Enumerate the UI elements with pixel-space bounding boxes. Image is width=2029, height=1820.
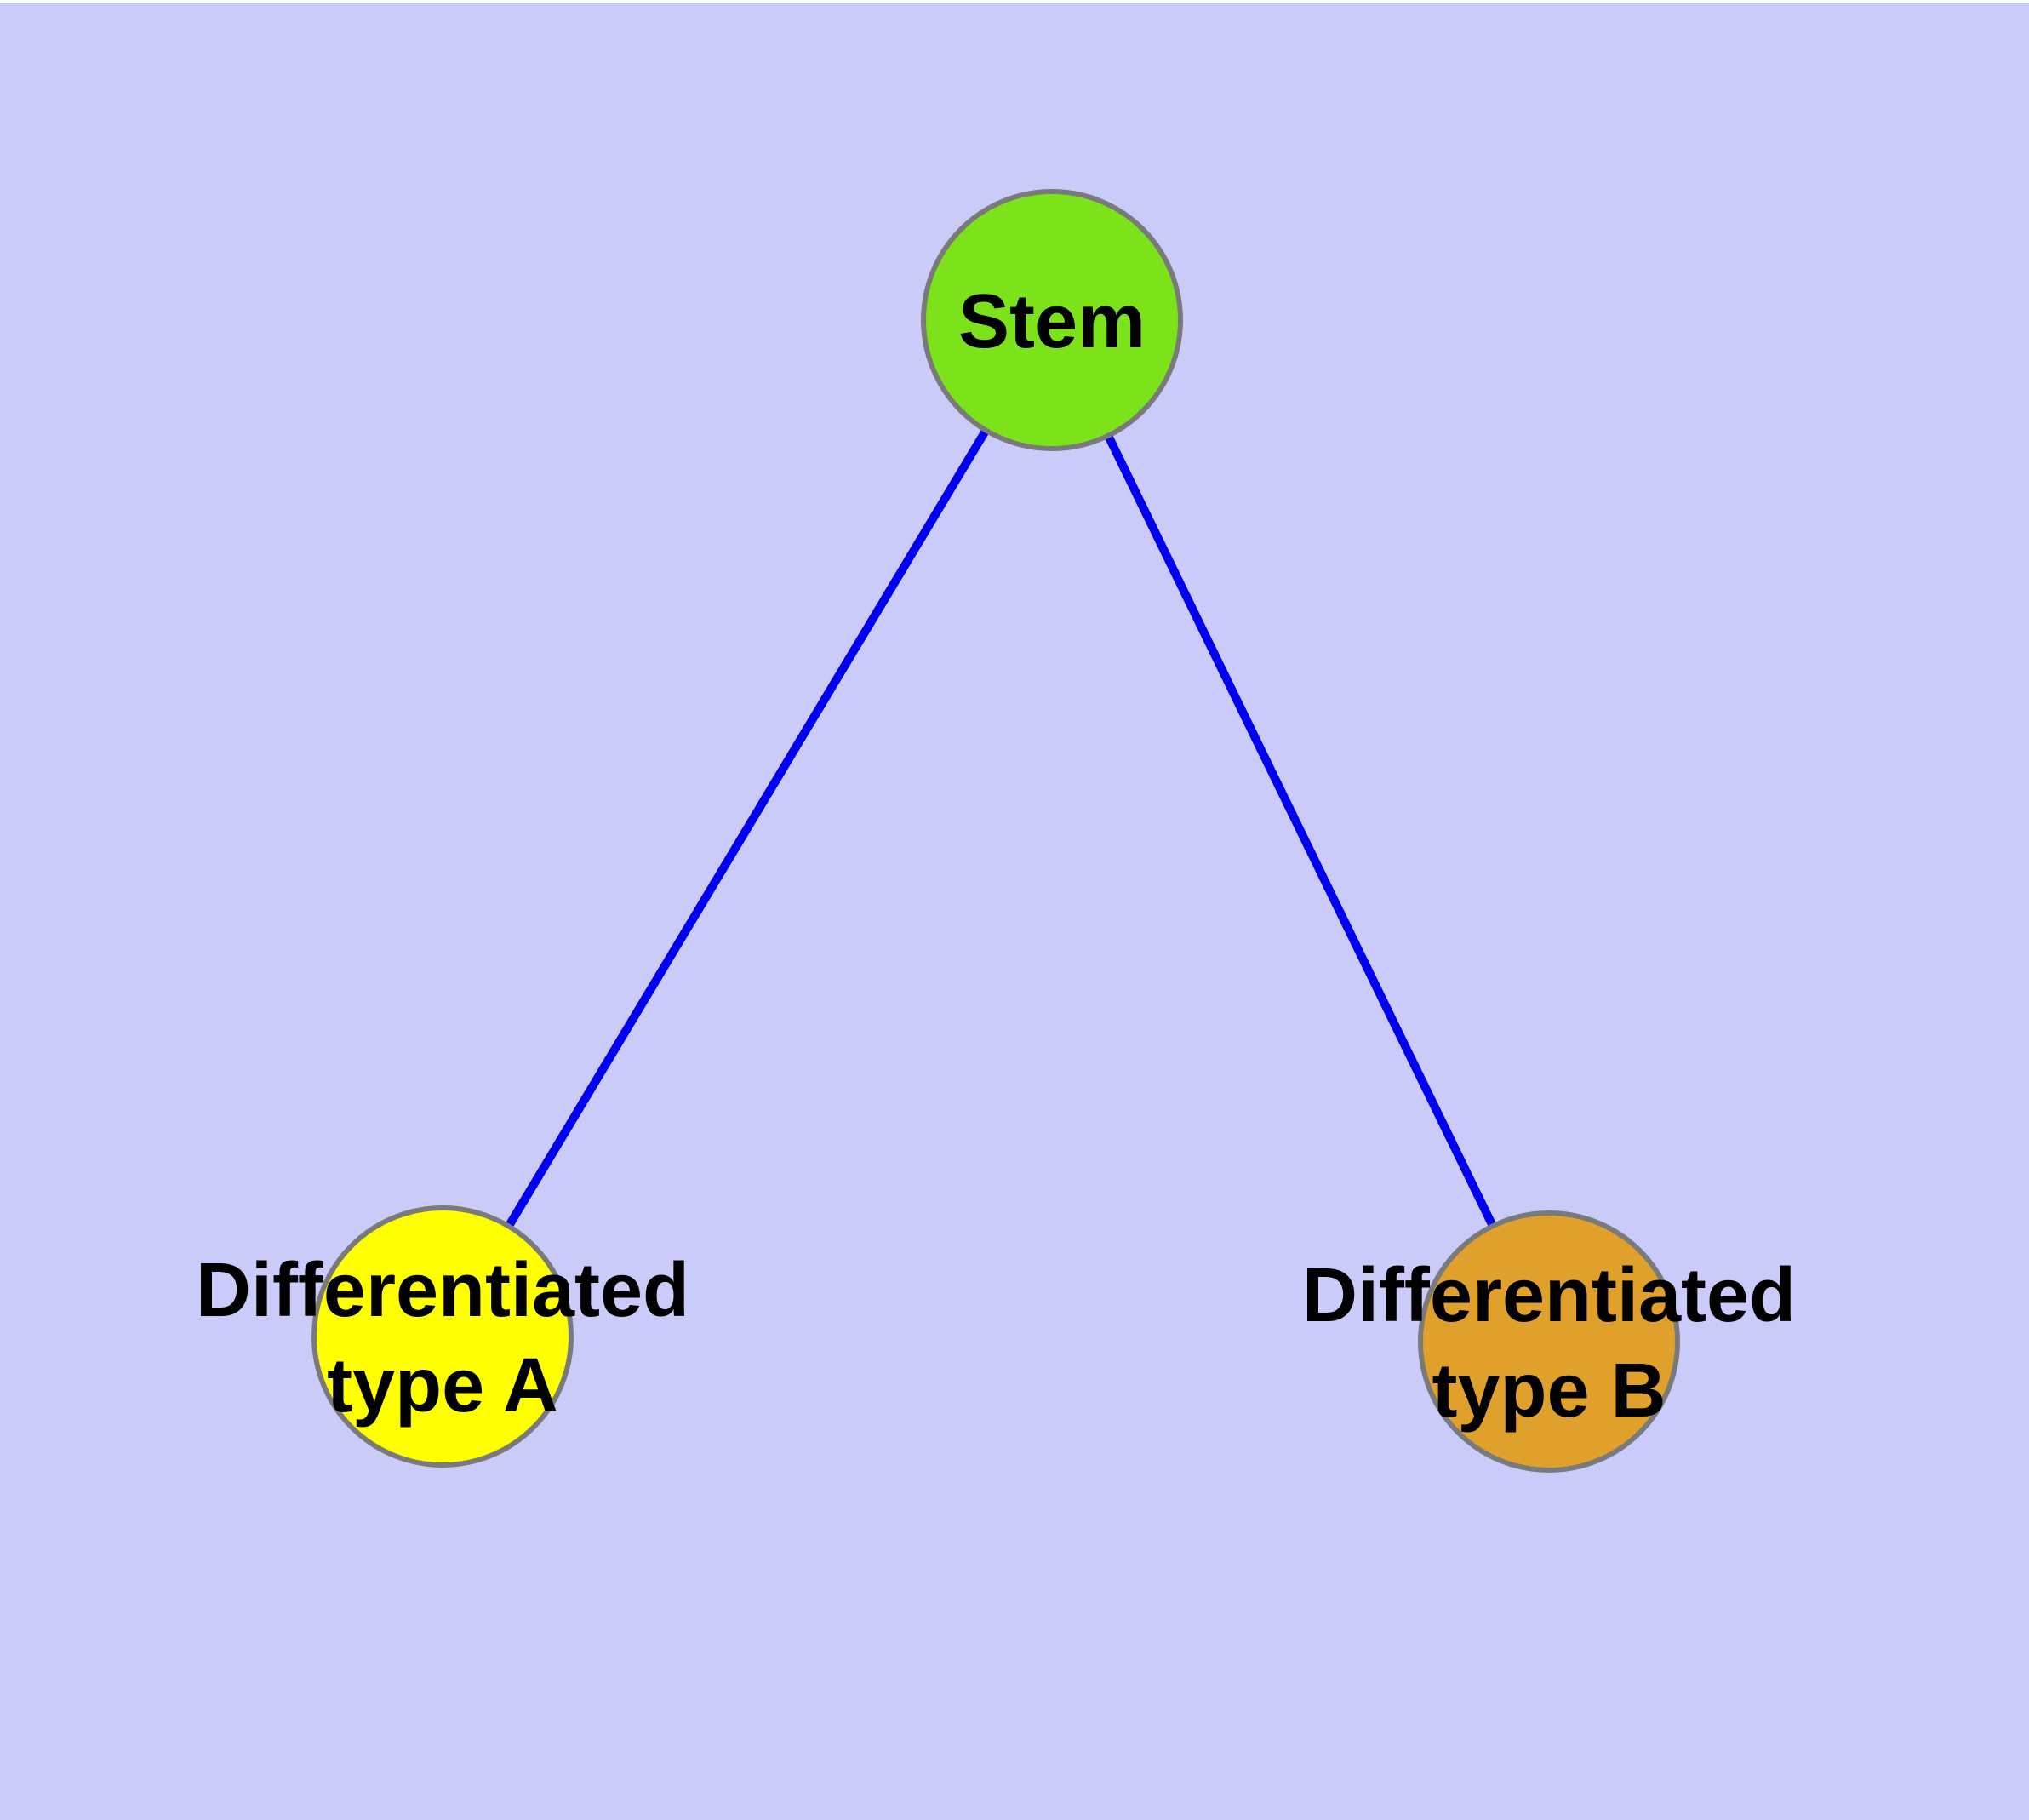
nodes-layer [311, 189, 1680, 1473]
node-label-diff-a: Differentiated type A [196, 1248, 689, 1428]
edge-stem-diff-a [438, 318, 1056, 1339]
edges-layer [438, 318, 1553, 1344]
node-stem [921, 189, 1183, 451]
node-label-line: Differentiated [196, 1248, 689, 1333]
node-diff-a [311, 1205, 574, 1468]
node-label-stem: Stem [958, 279, 1146, 364]
edge-stem-diff-b [1048, 318, 1553, 1344]
node-label-line: type B [1432, 1348, 1666, 1434]
node-label-line: Stem [958, 279, 1146, 364]
node-label-line: type A [327, 1343, 558, 1428]
node-diff-b [1418, 1210, 1680, 1473]
node-label-line: Differentiated [1302, 1253, 1796, 1338]
node-label-diff-b: Differentiated type B [1302, 1253, 1796, 1434]
